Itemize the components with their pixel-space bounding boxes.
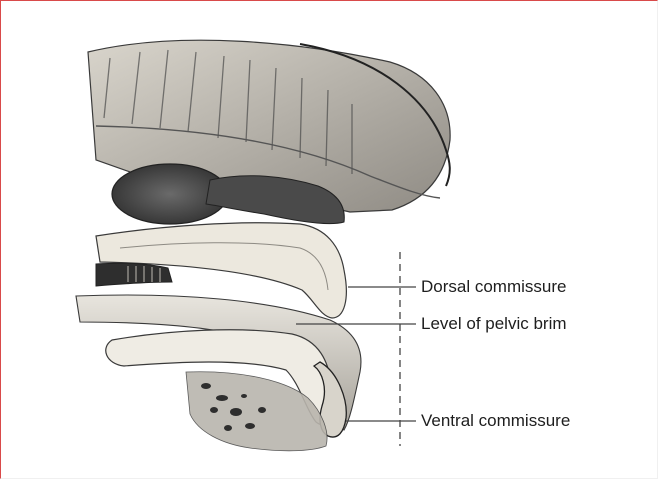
dorsal-commissure-label: Dorsal commissure — [421, 277, 566, 297]
ventral-commissure-label: Ventral commissure — [421, 411, 570, 431]
cervix-shape — [96, 263, 172, 286]
pelvic-brim-label: Level of pelvic brim — [421, 314, 567, 334]
